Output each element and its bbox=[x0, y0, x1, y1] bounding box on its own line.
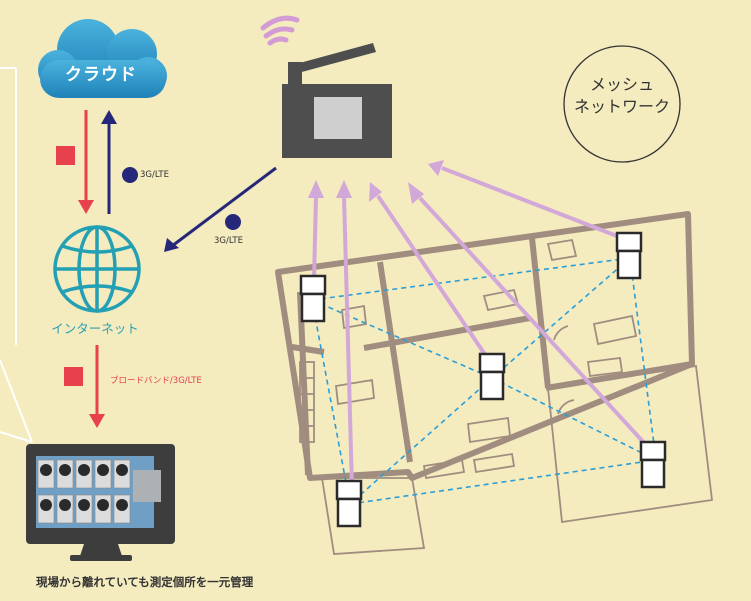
lte-dot-icon bbox=[225, 214, 241, 230]
router-icon bbox=[282, 43, 392, 158]
mesh-network-label: メッシュ ネットワーク bbox=[558, 74, 686, 118]
sensor-node bbox=[615, 231, 643, 280]
mesh-links bbox=[311, 257, 657, 505]
caption: 現場から離れていても測定個所を一元管理 bbox=[36, 575, 254, 589]
sensor-node bbox=[299, 274, 327, 323]
sensor-node bbox=[335, 479, 363, 528]
globe-icon bbox=[53, 225, 141, 313]
cloud-uplink-label: 3G/LTE bbox=[140, 170, 169, 180]
cloud-uplink-arrow bbox=[101, 110, 117, 214]
sensor-node bbox=[639, 440, 667, 489]
mesh-network-label-line1: メッシュ bbox=[589, 75, 654, 94]
sensor-uplink-arrows bbox=[308, 160, 648, 489]
sensor-node bbox=[478, 352, 506, 401]
callout-lines bbox=[0, 67, 33, 443]
mesh-network-label-line2: ネットワーク bbox=[573, 97, 670, 116]
floor-plan bbox=[275, 211, 713, 555]
broadband-label: ブロードバンド/3G/LTE bbox=[110, 376, 202, 386]
router-uplink-arrow bbox=[164, 166, 277, 252]
lte-dot-icon bbox=[122, 167, 138, 183]
monitor-icon bbox=[26, 444, 175, 561]
cloud-icon bbox=[38, 19, 167, 98]
broadband-arrow bbox=[89, 345, 105, 428]
data-square-icon bbox=[64, 367, 83, 386]
internet-label: インターネット bbox=[51, 321, 139, 336]
cloud-label: クラウド bbox=[65, 65, 137, 85]
router-uplink-label: 3G/LTE bbox=[214, 236, 243, 246]
cloud-downlink-arrow bbox=[78, 110, 94, 214]
mesh-network-badge bbox=[563, 45, 681, 163]
data-square-icon bbox=[56, 146, 75, 165]
wifi-icon bbox=[260, 15, 300, 46]
